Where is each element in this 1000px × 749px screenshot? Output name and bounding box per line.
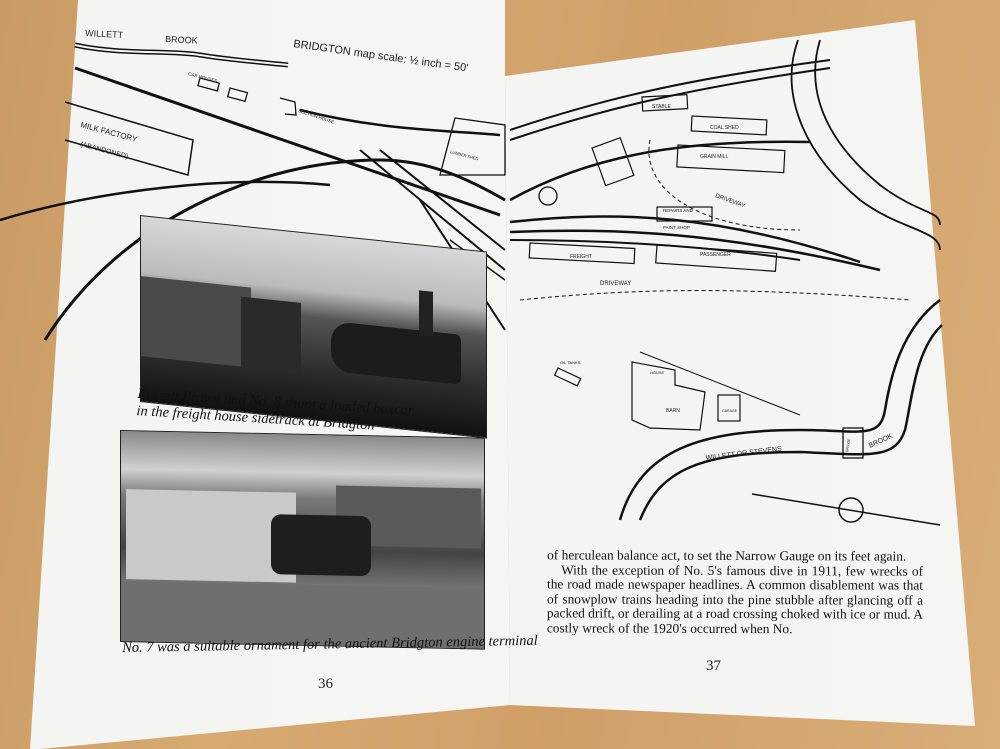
label-driveway-1: DRIVEWAY [714, 193, 746, 209]
label-stable: STABLE [652, 104, 671, 110]
north-compass [838, 497, 864, 523]
label-barn: BARN [666, 408, 680, 414]
right-map-labels: STABLE COAL SHED GRAIN MILL DRIVEWAY REP… [560, 104, 894, 462]
photo-locomotive-no7-engine-terminal [120, 430, 485, 650]
page-number-right: 37 [706, 658, 721, 674]
label-brook-right: BROOK [868, 433, 894, 450]
label-house: HOUSE [650, 370, 665, 375]
milk-factory-building [64, 101, 194, 176]
label-freight: FREIGHT [570, 254, 592, 260]
main-track [74, 66, 501, 217]
label-milk-factory: MILK FACTORY [79, 120, 138, 144]
body-text: of herculean balance act, to set the Nar… [546, 547, 924, 637]
bridge [842, 427, 864, 459]
stevens-brook-stream [618, 299, 941, 521]
paragraph: With the exception of No. 5's famous div… [546, 561, 924, 637]
label-oil-tanks: OIL TANKS [560, 360, 581, 365]
label-passenger: PASSENGER [700, 252, 731, 258]
label-willett: WILLETT [85, 28, 124, 40]
label-paint-shop: PAINT SHOP [663, 225, 690, 230]
label-willett-or-stevens: WILLETT OR STEVENS [705, 446, 782, 462]
label-bridge: BRIDGE [845, 438, 851, 453]
left-map-labels: WILLETT BROOK BRIDGTON map scale: ½ inch… [79, 28, 479, 161]
label-brook: BROOK [165, 34, 198, 46]
label-repairs: REPAIRS AND [663, 208, 694, 213]
barn-building [631, 361, 706, 431]
label-coal-shed: COAL SHED [710, 125, 739, 131]
label-abandoned: (ABANDONED) [79, 141, 128, 160]
label-lumber-shed: LUMBER SHED [450, 149, 479, 161]
label-car-houses: CAR HOUSES [188, 71, 218, 84]
label-garage: GARAGE [722, 409, 738, 413]
page-number-left: 36 [318, 676, 333, 692]
map-title-scale: BRIDGTON map scale: ½ inch = 50' [293, 38, 469, 74]
label-grain-mill: GRAIN MILL [700, 154, 729, 160]
label-driveway-2: DRIVEWAY [600, 281, 631, 287]
